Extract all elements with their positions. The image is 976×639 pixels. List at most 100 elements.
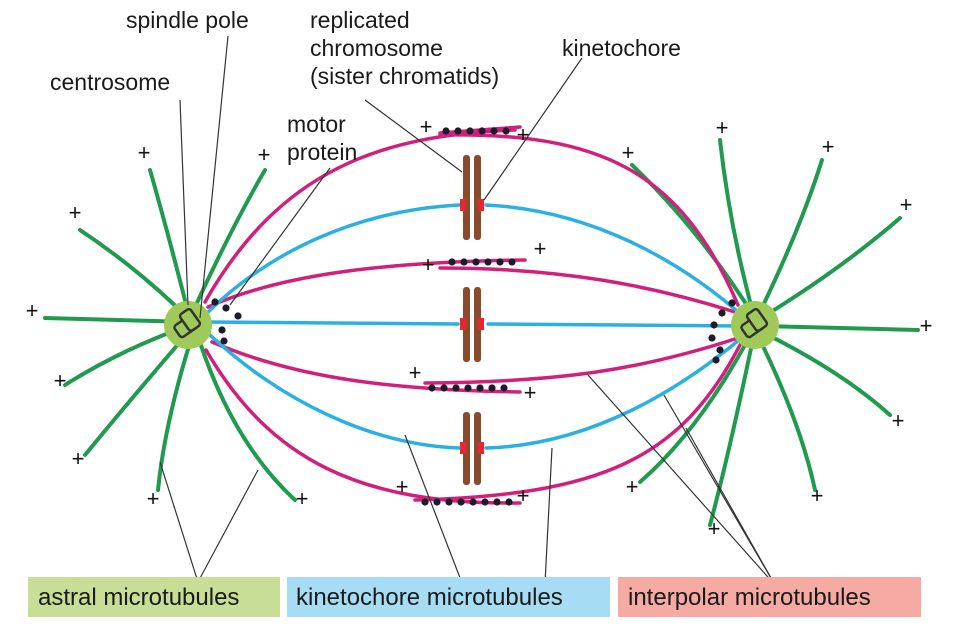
label-replicated-chromosome-line2: chromosome (310, 35, 443, 61)
motor-protein-dot (466, 127, 474, 135)
astral-microtubule (194, 328, 297, 502)
label-replicated-chromosome-line1: replicated (310, 7, 410, 33)
chromosome (460, 412, 484, 485)
kinetochore-mark (478, 199, 484, 211)
label-spindle-pole: spindle pole (126, 7, 249, 33)
motor-protein-dot (469, 498, 477, 506)
motor-proteins (211, 127, 736, 506)
chromosome (460, 287, 484, 362)
legend-interpolar-box (618, 577, 921, 617)
leader-line (199, 35, 229, 319)
motor-protein-dot (476, 384, 484, 392)
motor-protein-dot (712, 356, 720, 364)
interpolar-microtubule (413, 343, 742, 502)
interpolar-microtubule (438, 133, 740, 307)
astral-microtubule (708, 332, 756, 527)
motor-protein-dot (454, 127, 462, 135)
kinetochore-microtubule (208, 333, 462, 450)
kinetochore-microtubule (484, 203, 747, 320)
kinetochore-microtubules (203, 203, 747, 450)
sister-chromatid (474, 287, 481, 362)
leader-line (229, 167, 331, 306)
motor-protein-dot (728, 299, 736, 307)
legend-astral-box (28, 577, 280, 617)
legend-kinetochore-label: kinetochore microtubules (296, 584, 563, 611)
kinetochore-mark (478, 442, 484, 454)
leader-line (587, 374, 776, 586)
motor-protein-dot (428, 384, 436, 392)
legend-kinetochore-box (287, 577, 610, 617)
chromosome (460, 155, 484, 240)
plus-end-label: + (72, 446, 85, 471)
motor-protein-dot (718, 309, 726, 317)
motor-protein-dot (496, 258, 504, 266)
interpolar-microtubule (206, 258, 527, 309)
centriole-pair-icon (740, 307, 769, 339)
plus-end-label: + (409, 360, 422, 385)
astral-microtubule (188, 168, 267, 320)
motor-protein-dot (433, 498, 441, 506)
motor-protein-dot (460, 258, 468, 266)
motor-protein-dot (500, 384, 508, 392)
plus-end-label: + (54, 368, 67, 393)
plus-end-label: + (138, 140, 151, 165)
motor-protein-dot (484, 258, 492, 266)
motor-protein-dot (440, 384, 448, 392)
motor-protein-dot (493, 498, 501, 506)
plus-end-label: + (396, 474, 409, 499)
interpolar-microtubule (423, 336, 740, 385)
leader-line (404, 434, 463, 584)
kinetochore-mark (460, 199, 466, 211)
leader-line (685, 427, 776, 586)
motor-protein-dot (218, 326, 226, 334)
motor-protein-dot (452, 384, 460, 392)
leader-line (197, 469, 259, 583)
plus-end-label: + (517, 122, 530, 147)
leader-line (544, 447, 553, 584)
kinetochore-microtubule (484, 333, 747, 450)
motor-protein-dot (508, 258, 516, 266)
astral-microtubule (754, 330, 817, 492)
label-centrosome: centrosome (50, 69, 170, 95)
astral-microtubule (718, 138, 757, 322)
motor-protein-dot (478, 127, 486, 135)
plus-end-label: + (524, 380, 537, 405)
plus-end-label: + (69, 200, 82, 225)
motor-protein-dot (488, 384, 496, 392)
leader-lines (159, 35, 776, 586)
kinetochore-microtubule (203, 203, 462, 317)
plus-end-label: + (626, 474, 639, 499)
plus-end-label: + (716, 115, 729, 140)
sister-chromatid (463, 155, 470, 240)
plus-end-label: + (900, 192, 913, 217)
astral-microtubule (756, 328, 892, 417)
motor-protein-dot (708, 334, 716, 342)
motor-protein-dot (211, 298, 219, 306)
astral-microtubule (755, 158, 824, 320)
legend-interpolar-label: interpolar microtubules (628, 584, 871, 611)
kinetochore-mark (460, 442, 466, 454)
legend: astral microtubules kinetochore microtub… (28, 577, 921, 617)
centrosome-right (731, 301, 779, 349)
motor-protein-dot (710, 321, 718, 329)
leader-line (179, 99, 189, 306)
motor-protein-dot (472, 258, 480, 266)
motor-protein-dot (220, 337, 228, 345)
sister-chromatid (463, 287, 470, 362)
plus-ends: +++++++++++++++++++++++++ (26, 114, 933, 541)
sister-chromatid (474, 155, 481, 240)
label-replicated-chromosome-line3: (sister chromatids) (310, 63, 499, 89)
plus-end-label: + (147, 486, 160, 511)
astral-microtubule (758, 324, 920, 332)
interpolar-microtubules (203, 125, 742, 505)
motor-protein-dot (457, 498, 465, 506)
interpolar-microtubule (438, 266, 737, 314)
label-motor-protein-line1: motor (287, 111, 346, 137)
kinetochore-microtubule (203, 320, 460, 326)
legend-astral-label: astral microtubules (38, 584, 239, 611)
motor-protein-dot (234, 312, 242, 320)
plus-end-label: + (258, 142, 271, 167)
annotation-labels: spindle pole centrosome replicated chrom… (50, 7, 681, 165)
leader-line (159, 461, 199, 583)
